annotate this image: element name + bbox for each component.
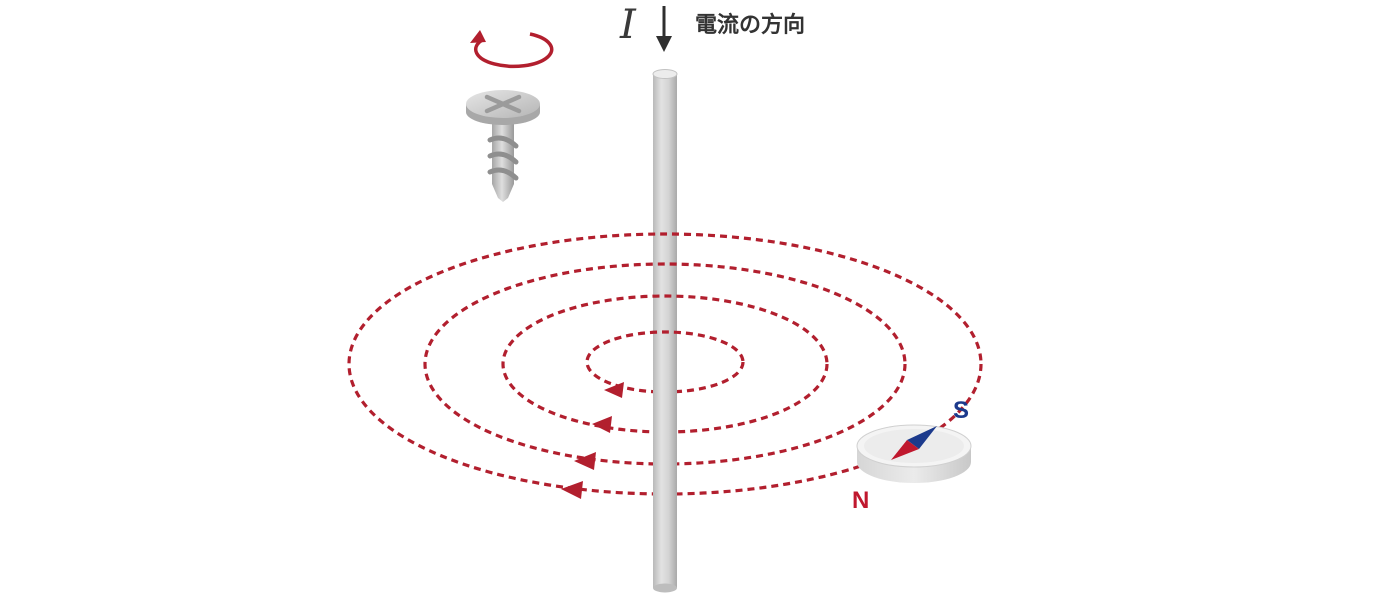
current-direction-label: 電流の方向 xyxy=(695,12,805,38)
compass-north-label: N xyxy=(852,487,869,514)
wire-upper xyxy=(653,74,677,370)
compass-south-label: S xyxy=(953,397,969,424)
wire-front xyxy=(653,370,677,593)
wire-bottom-cap xyxy=(653,583,677,593)
current-symbol: I xyxy=(619,2,637,48)
field-line-2 xyxy=(501,294,829,434)
compass-icon xyxy=(856,424,972,483)
rotation-arrow-icon xyxy=(470,30,554,69)
current-indicator: I 電流の方向 xyxy=(619,2,805,52)
field-arrow-4 xyxy=(561,481,583,499)
wire-top-cap xyxy=(652,69,678,79)
compass-needle-north xyxy=(891,440,919,460)
field-direction-arrows xyxy=(561,382,624,499)
compass-needle-south xyxy=(907,426,937,449)
field-arrow-1 xyxy=(604,382,624,398)
right-hand-screw-icon xyxy=(466,90,540,202)
field-arrow-2 xyxy=(592,416,612,433)
field-arrow-3 xyxy=(574,452,596,470)
wire xyxy=(652,69,678,370)
wire-lower xyxy=(653,370,677,588)
current-arrow-icon xyxy=(656,36,672,52)
screw-shaft xyxy=(492,120,514,202)
